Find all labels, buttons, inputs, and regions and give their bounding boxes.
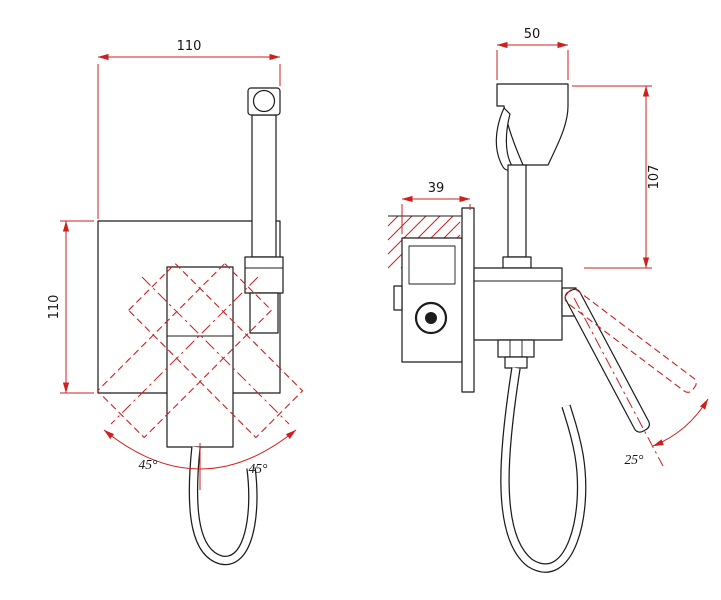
- front-valve-handle: [166, 266, 234, 448]
- sprayer-lever: [495, 107, 512, 171]
- concealed-valve-inner: [408, 245, 456, 285]
- side-sprayer-head: [495, 83, 569, 171]
- front-hose: [188, 446, 258, 566]
- valve-cartridge-center: [425, 312, 437, 324]
- side-hex-nut: [497, 339, 535, 358]
- dim-label-front-angle-right: 45°: [249, 461, 269, 476]
- wall-hatch-line: [387, 215, 427, 255]
- side-handle-rotated: [564, 288, 697, 393]
- front-sprayer-holder: [244, 256, 284, 294]
- side-wall-plate: [461, 207, 475, 393]
- pipe-collar: [502, 256, 532, 269]
- side-dimensions: 50 107 39 25°: [401, 27, 709, 467]
- concealed-valve-box: [401, 237, 463, 363]
- side-handle-axis: [573, 297, 664, 467]
- front-sprayer-nozzle: [252, 89, 276, 113]
- front-sprayer: [244, 87, 284, 334]
- sprayer-pipe: [507, 164, 527, 258]
- front-hose-inner: [189, 446, 257, 564]
- front-handle-rotated-left: [96, 262, 273, 439]
- front-view: 110 110 45° 45°: [47, 39, 304, 566]
- valve-body: [473, 267, 563, 341]
- side-hose-inner: [501, 367, 586, 572]
- side-hose-connector: [504, 356, 528, 369]
- side-hose: [500, 367, 587, 573]
- side-concealed-valve: [393, 237, 463, 363]
- dim-label-front-angle-left: 45°: [139, 457, 159, 472]
- side-swing-arc: [652, 398, 709, 447]
- side-view: 50 107 39 25°: [387, 27, 709, 573]
- front-dimensions: 110 110 45° 45°: [47, 39, 297, 490]
- concealed-valve-inlet: [393, 285, 403, 311]
- dim-label-head-width: 50: [524, 27, 541, 42]
- side-pipe: [502, 164, 532, 269]
- front-sprayer-body: [251, 114, 277, 258]
- side-handle-rotation: [564, 288, 697, 467]
- wall-hatch-line: [387, 215, 413, 241]
- dim-label-front-height: 110: [47, 295, 62, 320]
- dim-label-wall-depth: 39: [428, 181, 445, 196]
- side-valve-body: [473, 267, 563, 369]
- wall-hatch-line: [387, 215, 399, 227]
- front-handle-body: [166, 266, 234, 448]
- dim-label-side-angle: 25°: [625, 452, 645, 467]
- dim-label-side-height: 107: [647, 165, 662, 190]
- dim-label-front-width: 110: [177, 39, 202, 54]
